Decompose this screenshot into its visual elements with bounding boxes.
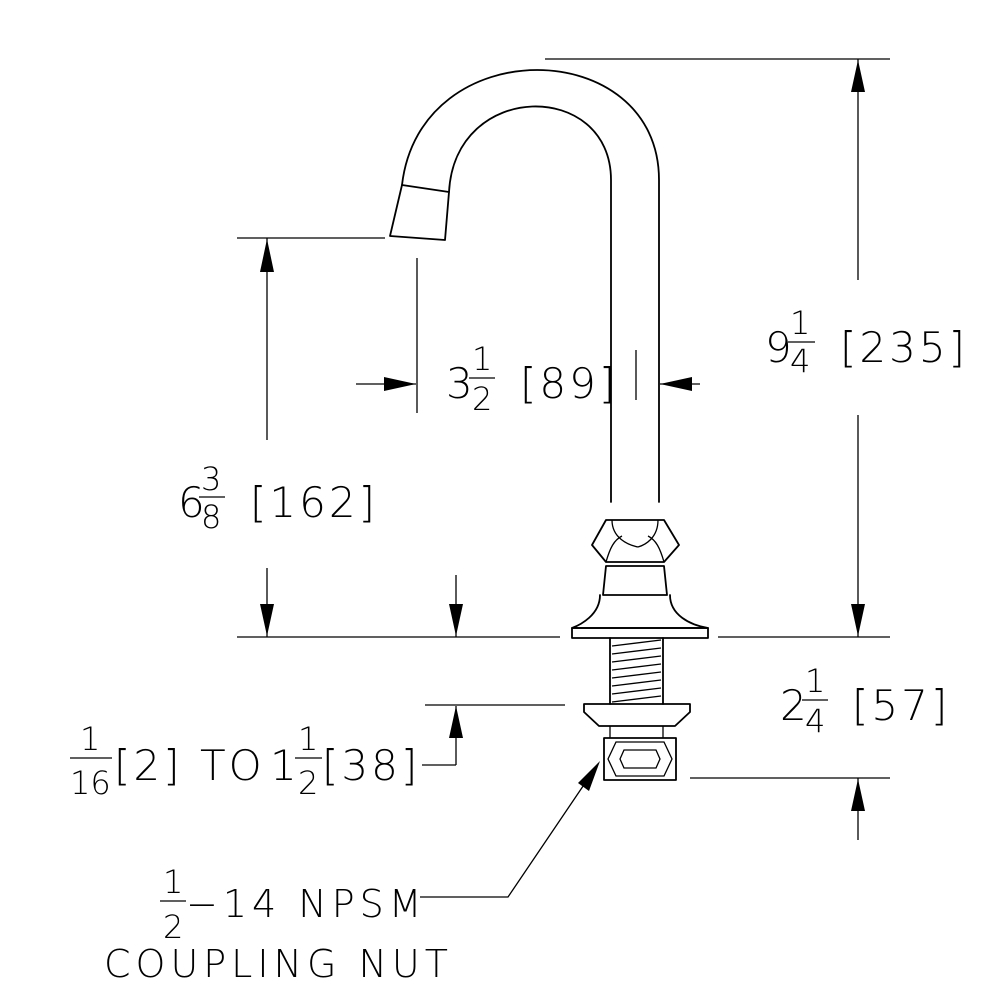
dim-mounting-to: TO xyxy=(200,741,265,790)
dim-mounting-max-metric: [38] xyxy=(322,741,420,790)
dim-spout-reach-den: 2 xyxy=(472,380,492,418)
base-flange xyxy=(571,594,709,629)
dim-mounting-range: 1 16 [2] TO 1 1 2 [38] xyxy=(70,706,463,802)
shank-threads xyxy=(611,639,662,703)
spout-aerator xyxy=(389,184,450,241)
dim-spout-height-num: 3 xyxy=(201,460,221,498)
dim-mounting-max-whole: 1 xyxy=(270,741,300,790)
dim-spout-height-den: 8 xyxy=(201,498,221,536)
dim-shank-length-metric: [57] xyxy=(852,681,950,730)
arrow-up-icon xyxy=(260,239,274,272)
arrow-down-icon xyxy=(260,604,274,636)
valve-body xyxy=(602,565,668,596)
dim-spout-height: 6 3 8 [162] xyxy=(178,238,463,637)
callout-name: COUPLING NUT xyxy=(104,942,453,986)
gooseneck-outer xyxy=(401,69,660,503)
arrow-right-icon xyxy=(384,377,416,391)
arrow-left-icon xyxy=(660,377,692,391)
callout-thread: −14 NPSM xyxy=(186,882,427,926)
dim-mounting-min-metric: [2] xyxy=(114,741,183,790)
dim-spout-height-metric: [162] xyxy=(250,478,378,527)
flange-plate xyxy=(571,627,709,639)
dim-mounting-max-den: 2 xyxy=(298,764,318,802)
dim-spout-reach-num: 1 xyxy=(472,340,492,378)
dim-spout-reach: 3 1 2 [89] xyxy=(356,340,700,418)
dim-spout-reach-whole: 3 xyxy=(446,359,476,408)
dim-overall-height-whole: 9 xyxy=(765,323,795,372)
dim-shank-length-num: 1 xyxy=(805,662,825,700)
dim-spout-reach-metric: [89] xyxy=(520,359,618,408)
dim-shank-length: 2 1 4 [57] xyxy=(780,662,950,840)
dim-spout-height-whole: 6 xyxy=(178,478,208,527)
callout-den: 2 xyxy=(163,908,183,946)
threaded-shank xyxy=(609,637,664,705)
coupling-nut xyxy=(603,737,677,781)
arrow-up-icon xyxy=(449,706,463,738)
arrow-down-icon xyxy=(851,604,865,636)
dim-shank-length-whole: 2 xyxy=(780,681,810,730)
dim-overall-height-den: 4 xyxy=(790,342,810,380)
faucet-outline xyxy=(389,69,709,781)
arrow-up-icon xyxy=(851,60,865,92)
lock-washer xyxy=(583,703,691,727)
arrow-leader-icon xyxy=(578,761,600,791)
dim-overall-height: 9 1 4 [235] xyxy=(765,59,968,637)
callout-num: 1 xyxy=(163,863,183,901)
dim-shank-length-den: 4 xyxy=(805,702,825,740)
dim-mounting-max-num: 1 xyxy=(298,720,318,758)
dim-mounting-min-den: 16 xyxy=(70,764,111,802)
gooseneck-inner xyxy=(448,105,612,503)
extension-lines xyxy=(237,58,890,779)
hex-collar xyxy=(591,519,680,563)
dim-overall-height-num: 1 xyxy=(790,304,810,342)
arrow-down-icon xyxy=(449,604,463,636)
coupling-nut-callout: 1 2 −14 NPSM COUPLING NUT xyxy=(104,761,600,986)
dim-overall-height-metric: [235] xyxy=(840,323,968,372)
arrow-up-icon xyxy=(851,779,865,811)
dim-mounting-min-num: 1 xyxy=(80,720,100,758)
